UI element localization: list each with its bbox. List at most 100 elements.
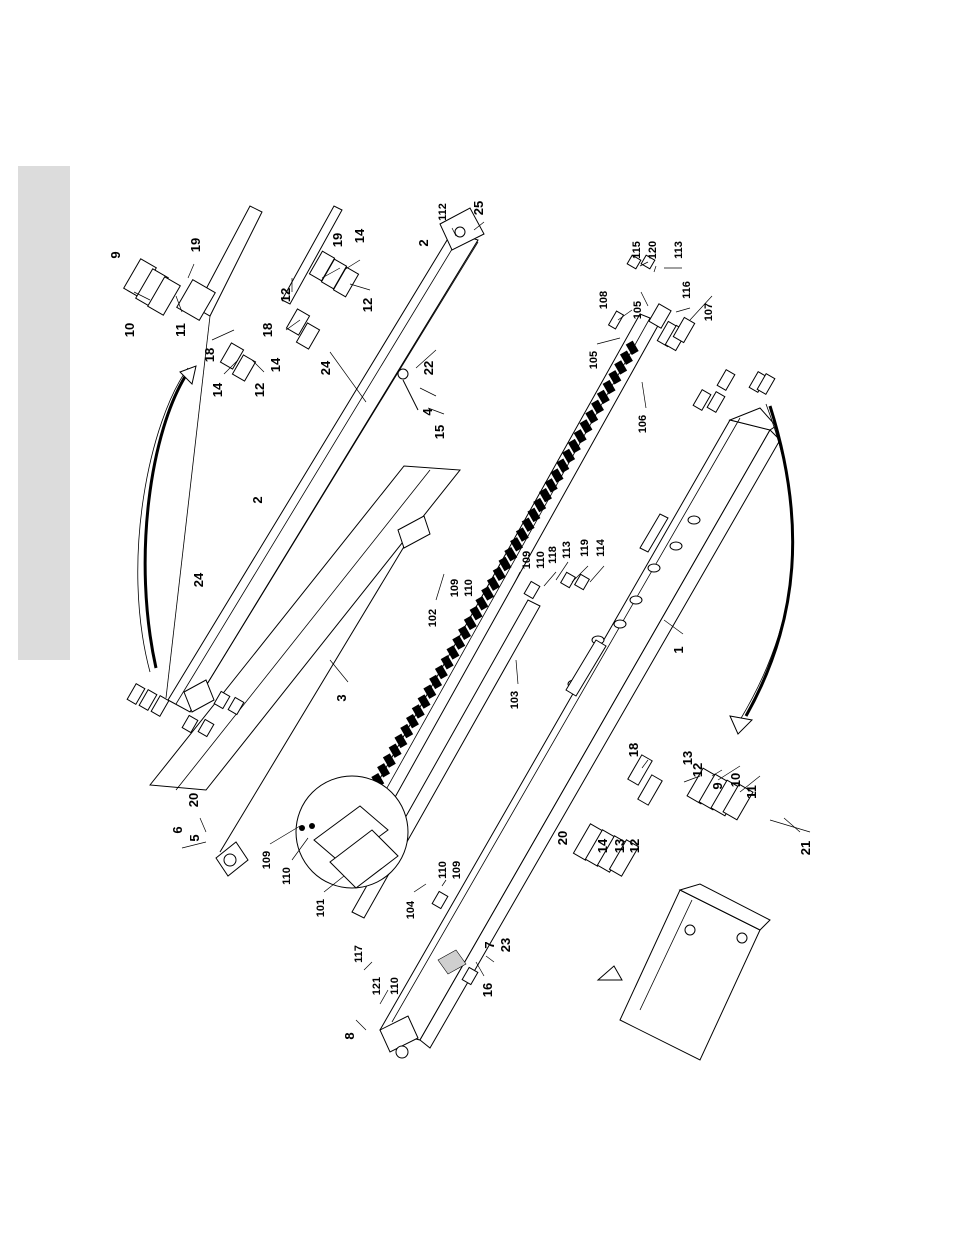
leader-line: [350, 284, 370, 290]
callout-label: 3: [334, 694, 349, 701]
callout-label: 105: [632, 301, 644, 319]
callout-label: 110: [437, 861, 449, 879]
callout-label: 13: [612, 839, 627, 853]
callout-label: 18: [202, 348, 217, 362]
callout-label: 20: [555, 831, 570, 845]
leader-line: [364, 962, 372, 970]
callout-label: 12: [278, 288, 293, 302]
leader-line: [544, 572, 556, 586]
callout-label: 2: [416, 239, 431, 246]
frame-hole: [648, 564, 660, 572]
callout-label: 12: [690, 763, 705, 777]
callout-label: 102: [427, 609, 439, 627]
bracket-pad: [609, 311, 624, 329]
callout-label: 113: [561, 541, 573, 559]
callout-label: 11: [744, 785, 759, 799]
callout-label: 14: [595, 838, 610, 853]
bracket-pad: [575, 574, 590, 589]
callout-label: 106: [637, 415, 649, 433]
callout-label: 10: [728, 773, 743, 787]
callout-label: 15: [432, 425, 447, 439]
callout-label: 103: [509, 691, 521, 709]
leader-line: [344, 260, 360, 270]
chain-rail: [340, 314, 660, 860]
leader-line: [188, 264, 194, 278]
callout-label: 120: [647, 241, 659, 259]
frame-hole: [670, 542, 682, 550]
leader-line: [442, 880, 446, 886]
leader-line: [516, 660, 518, 684]
callout-label: 5: [187, 834, 202, 841]
callout-label: 2: [250, 496, 265, 503]
callout-label: 110: [535, 551, 547, 569]
callout-label: 119: [579, 539, 591, 557]
leader-line: [200, 818, 206, 832]
callout-label: 14: [352, 228, 367, 243]
callout-label: 11: [173, 323, 188, 337]
bracket-pad: [717, 370, 735, 391]
callout-label: 112: [437, 203, 449, 221]
callout-label: 24: [191, 572, 206, 587]
leader-line: [270, 826, 300, 844]
callout-label: 109: [521, 551, 533, 569]
leader-line: [356, 1020, 366, 1030]
callout-label: 14: [210, 382, 225, 397]
callout-label: 101: [315, 899, 327, 917]
leader-line: [420, 388, 436, 396]
frame-hole: [614, 620, 626, 628]
leader-line: [330, 660, 348, 682]
bracket-pad: [432, 891, 448, 908]
frame-hole: [688, 516, 700, 524]
leader-line: [436, 574, 444, 600]
leader-line: [654, 266, 656, 272]
callout-label: 113: [673, 241, 685, 259]
callout-label: 110: [463, 579, 475, 597]
callout-label: 16: [480, 983, 495, 997]
callout-label: 115: [631, 241, 643, 259]
bracket-pad: [673, 317, 694, 342]
callout-label: 19: [330, 233, 345, 247]
callout-label: 9: [710, 782, 725, 789]
leader-line: [182, 842, 206, 848]
bracket-pad: [524, 581, 540, 598]
callout-label: 10: [122, 323, 137, 337]
callout-label: 110: [389, 977, 401, 995]
callout-label: 1: [671, 646, 686, 653]
leader-line: [597, 338, 620, 344]
frame-hole: [630, 596, 642, 604]
callout-label: 14: [268, 357, 283, 372]
callout-label: 6: [170, 826, 185, 833]
callout-label: 18: [626, 743, 641, 757]
callout-label: 23: [498, 938, 513, 952]
callout-label: 9: [108, 251, 123, 258]
callout-label: 24: [318, 360, 333, 375]
leader-line: [590, 566, 604, 582]
callout-label: 109: [451, 861, 463, 879]
leader-line: [676, 308, 690, 312]
callout-label: 121: [371, 977, 383, 995]
callout-label: 22: [421, 361, 436, 375]
callout-label: 21: [798, 841, 813, 855]
callout-label: 109: [449, 579, 461, 597]
callout-label: 7: [482, 941, 497, 948]
leader-line: [770, 820, 810, 832]
callout-label: 8: [342, 1032, 357, 1039]
leader-line: [330, 352, 366, 402]
callout-label: 117: [353, 945, 365, 963]
callout-label: 110: [281, 867, 293, 885]
callout-label: 4: [420, 408, 435, 416]
callout-label: 25: [471, 201, 486, 215]
callout-label: 12: [627, 839, 642, 853]
callout-label: 116: [681, 281, 693, 299]
callout-label: 19: [188, 238, 203, 252]
callout-label: 12: [360, 298, 375, 312]
callout-label: 118: [547, 546, 559, 564]
leader-line: [642, 382, 646, 408]
bracket-pad: [561, 572, 576, 587]
leader-line: [212, 330, 234, 340]
leader-line: [486, 956, 494, 962]
callout-label: 105: [588, 351, 600, 369]
callout-label: 12: [252, 383, 267, 397]
callout-label: 114: [595, 538, 607, 557]
